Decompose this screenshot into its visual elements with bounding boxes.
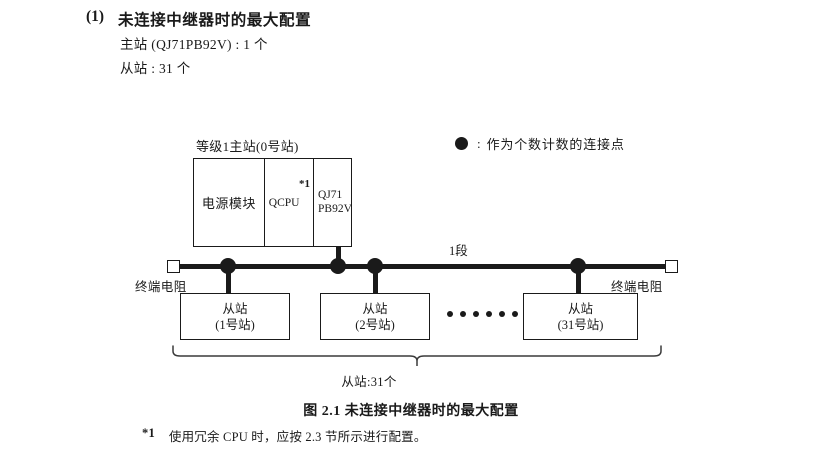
terminator-right-label: 终端电阻 xyxy=(611,280,663,294)
qcpu-module-label: QCPU xyxy=(268,196,300,209)
ellipsis-dot xyxy=(473,311,479,317)
power-supply-module-label: 电源模块 xyxy=(201,196,256,211)
spec-master-count: 主站 (QJ71PB92V) : 1 个 xyxy=(120,37,268,52)
slave-2-drop-line xyxy=(372,266,378,294)
footnote-text: 使用冗余 CPU 时，应按 2.3 节所示进行配置。 xyxy=(168,430,427,444)
slave-group-brace xyxy=(170,345,664,372)
slave-group-brace-label: 从站:31个 xyxy=(341,375,397,389)
master-station-caption: 等级1主站(0号站) xyxy=(196,139,299,154)
slave-station-31-label-line1: 从站 xyxy=(567,301,593,316)
footnote: *1 使用冗余 CPU 时，应按 2.3 节所示进行配置。 xyxy=(142,426,427,445)
power-supply-module: 电源模块 xyxy=(194,159,265,246)
ellipsis-dot xyxy=(460,311,466,317)
slave-station-1-label-line1: 从站 xyxy=(222,301,248,316)
master-drop-line xyxy=(335,247,341,266)
segment-label: 1段 xyxy=(449,244,468,258)
fieldbus-trunk-line xyxy=(178,264,668,269)
figure-caption: 图 2.1 未连接中继器时的最大配置 xyxy=(303,404,519,419)
legend: : 作为个数计数的连接点 xyxy=(455,134,625,153)
slave-31-drop-line xyxy=(575,266,581,294)
ellipsis-dot xyxy=(499,311,505,317)
terminator-right-icon xyxy=(665,260,678,273)
slave-station-1: 从站 (1号站) xyxy=(180,293,290,340)
legend-colon: : xyxy=(477,135,481,151)
slave-station-2: 从站 (2号站) xyxy=(320,293,430,340)
ellipsis-dot xyxy=(447,311,453,317)
qcpu-footnote-reference: *1 xyxy=(299,178,310,190)
slave-stations-ellipsis xyxy=(447,311,518,317)
ellipsis-dot xyxy=(512,311,518,317)
slave-station-2-label-line2: (2号站) xyxy=(355,317,395,332)
terminator-left-label: 终端电阻 xyxy=(135,280,187,294)
terminator-left-icon xyxy=(167,260,180,273)
slave-station-2-label-line1: 从站 xyxy=(362,301,388,316)
page-title: 未连接中继器时的最大配置 xyxy=(118,12,312,29)
master-network-module-label: QJ71 PB92V xyxy=(318,189,352,216)
qcpu-module: QCPU *1 xyxy=(265,159,314,246)
filled-circle-icon xyxy=(455,137,468,150)
master-station-rack: 电源模块 QCPU *1 QJ71 PB92V xyxy=(193,158,352,247)
master-network-module-label-line1: QJ71 xyxy=(318,188,343,201)
footnote-marker: *1 xyxy=(142,426,155,440)
slave-1-drop-line xyxy=(225,266,231,294)
ellipsis-dot xyxy=(486,311,492,317)
slave-station-31-label-line2: (31号站) xyxy=(557,317,604,332)
spec-slave-count: 从站 : 31 个 xyxy=(120,61,191,76)
connection-point-dot-master xyxy=(330,258,346,274)
slave-station-1-label-line2: (1号站) xyxy=(215,317,255,332)
legend-label: 作为个数计数的连接点 xyxy=(486,137,625,152)
heading-number: (1) xyxy=(86,8,105,25)
master-network-module-label-line2: PB92V xyxy=(318,202,352,215)
slave-station-31: 从站 (31号站) xyxy=(523,293,638,340)
master-network-module: QJ71 PB92V xyxy=(314,159,352,246)
